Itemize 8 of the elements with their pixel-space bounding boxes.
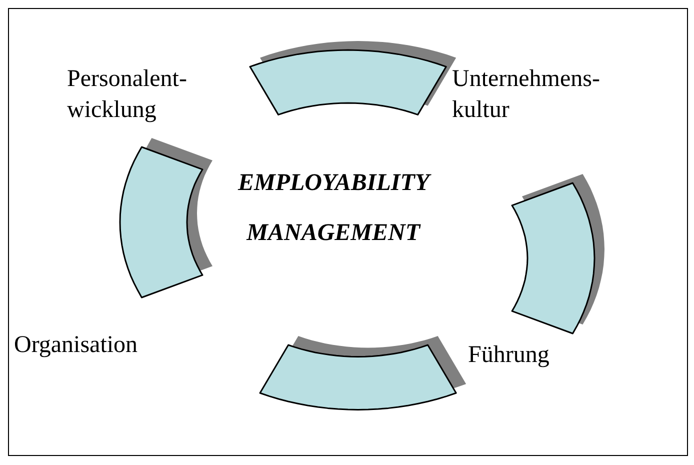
segment-label: Führung: [468, 341, 550, 370]
segment-label: Personalent- wicklung: [67, 65, 187, 125]
arc-segment: [258, 334, 468, 412]
center-title: EMPLOYABILITY MANAGEMENT: [238, 169, 429, 248]
segment-label: Unternehmens- kultur: [452, 65, 600, 125]
arc-segment: [118, 136, 214, 300]
segment-label: Organisation: [14, 331, 138, 360]
arc-segment: [510, 172, 606, 336]
